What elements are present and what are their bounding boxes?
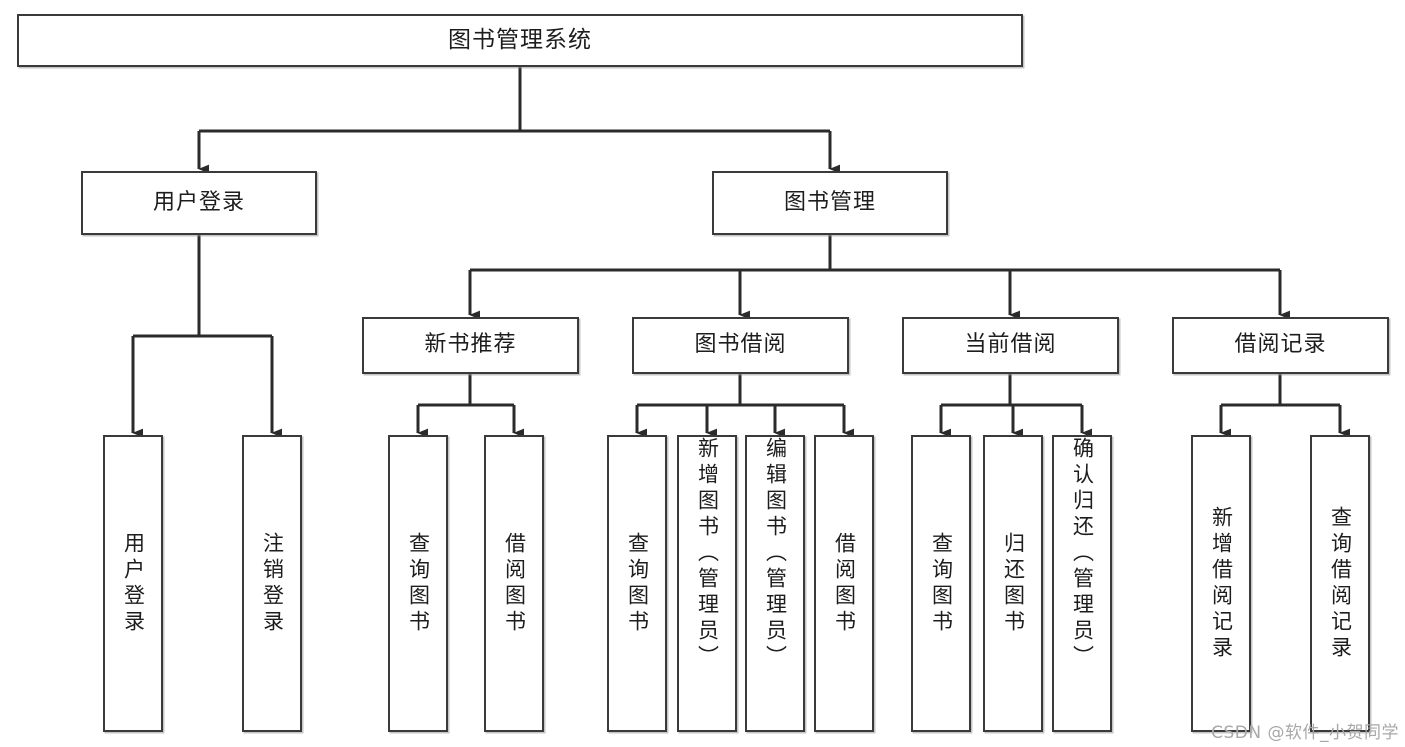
- edge-group-new-book-recommend: [416, 374, 525, 438]
- node-book-manage-label: 图书管理: [783, 189, 876, 215]
- node-leaf-query-book-3[interactable]: 查询图书: [911, 435, 971, 732]
- node-leaf-logout-login[interactable]: 注销登录: [242, 435, 302, 732]
- node-current-borrow-label: 当前借阅: [964, 332, 1057, 358]
- node-user-login-label: 用户登录: [152, 189, 245, 215]
- node-leaf-add-book-admin[interactable]: 新增图书（管理员）: [677, 435, 737, 732]
- edge-group-current-borrow: [939, 374, 1093, 438]
- node-book-borrow-label: 图书借阅: [694, 332, 787, 358]
- node-leaf-edit-book-admin[interactable]: 编辑图书（管理员）: [745, 435, 805, 732]
- node-leaf-borrow-book-1-label: 借阅图书: [502, 531, 527, 636]
- node-leaf-add-book-admin-label: 新增图书（管理员）: [695, 437, 720, 671]
- node-leaf-query-borrow-record[interactable]: 查询借阅记录: [1310, 435, 1370, 732]
- node-leaf-borrow-book-1[interactable]: 借阅图书: [484, 435, 544, 732]
- node-leaf-add-borrow-record-label: 新增借阅记录: [1209, 505, 1234, 662]
- edge-group-user-login: [131, 235, 283, 438]
- node-leaf-borrow-book-2-label: 借阅图书: [832, 531, 857, 636]
- node-leaf-return-book[interactable]: 归还图书: [983, 435, 1043, 732]
- node-leaf-add-borrow-record[interactable]: 新增借阅记录: [1191, 435, 1251, 732]
- node-current-borrow[interactable]: 当前借阅: [902, 317, 1119, 374]
- node-leaf-confirm-return-admin[interactable]: 确认归还（管理员）: [1052, 435, 1112, 732]
- node-leaf-query-book-2-label: 查询图书: [625, 531, 650, 636]
- node-leaf-edit-book-admin-label: 编辑图书（管理员）: [763, 437, 788, 671]
- edge-group-book-borrow: [635, 374, 855, 438]
- csdn-watermark: CSDN @软件_小贺同学: [1211, 723, 1399, 743]
- node-borrow-record[interactable]: 借阅记录: [1172, 317, 1389, 374]
- node-new-book-recommend-label: 新书推荐: [424, 332, 517, 358]
- node-leaf-return-book-label: 归还图书: [1001, 531, 1026, 636]
- node-user-login[interactable]: 用户登录: [81, 171, 317, 235]
- node-leaf-logout-login-label: 注销登录: [260, 531, 285, 636]
- node-leaf-user-login[interactable]: 用户登录: [103, 435, 163, 732]
- node-book-borrow[interactable]: 图书借阅: [632, 317, 849, 374]
- node-root-label: 图书管理系统: [448, 26, 592, 53]
- node-leaf-borrow-book-2[interactable]: 借阅图书: [814, 435, 874, 732]
- node-leaf-query-book-1[interactable]: 查询图书: [388, 435, 448, 732]
- node-root[interactable]: 图书管理系统: [17, 14, 1023, 67]
- node-borrow-record-label: 借阅记录: [1234, 332, 1327, 358]
- node-leaf-user-login-label: 用户登录: [121, 531, 146, 636]
- node-leaf-confirm-return-admin-label: 确认归还（管理员）: [1070, 437, 1095, 671]
- edge-group-borrow-record: [1219, 374, 1351, 438]
- edge-group-root: [197, 67, 841, 174]
- node-leaf-query-book-2[interactable]: 查询图书: [607, 435, 667, 732]
- node-book-manage[interactable]: 图书管理: [712, 171, 948, 235]
- edge-group-book-manage: [468, 235, 1291, 320]
- node-leaf-query-borrow-record-label: 查询借阅记录: [1328, 505, 1353, 662]
- node-leaf-query-book-1-label: 查询图书: [406, 531, 431, 636]
- node-new-book-recommend[interactable]: 新书推荐: [362, 317, 579, 374]
- node-leaf-query-book-3-label: 查询图书: [929, 531, 954, 636]
